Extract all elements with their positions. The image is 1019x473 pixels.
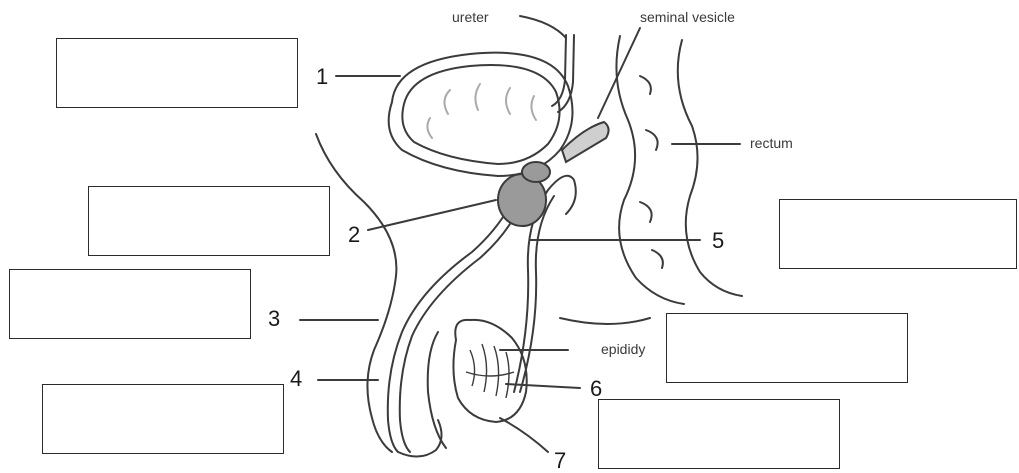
leader-ureter [520,16,566,38]
testis-lobule-1 [470,350,475,386]
label-rectum: rectum [750,136,793,150]
number-1: 1 [316,66,328,88]
label-ureter: ureter [452,10,489,24]
urethra-inner [400,186,528,452]
number-3: 3 [268,308,280,330]
number-5: 5 [712,230,724,252]
testis-lobule-3 [494,346,499,396]
bladder-fold-4 [531,96,536,120]
rectum-fold-3 [640,202,652,222]
bladder-fold-1 [444,90,450,114]
rectum-fold-2 [646,130,658,150]
bladder-fold-5 [427,118,432,138]
number-2: 2 [348,224,360,246]
bladder-fold-3 [506,88,510,114]
answer-box-5[interactable] [779,199,1017,269]
number-4: 4 [290,368,302,390]
rectum-fold-4 [652,250,663,268]
bladder-inner [402,65,559,164]
label-epididymis: epididy [601,342,645,356]
number-7: 7 [554,450,566,472]
rectum-right [678,40,742,296]
body-outline [316,134,396,452]
testis-lobule-4 [506,352,509,398]
answer-box-1[interactable] [56,38,298,108]
bladder-neck [522,162,550,182]
seminal-vesicle-gland [562,122,609,162]
testis-lobule-5 [466,372,514,376]
rectum-left [616,36,684,304]
scrotum-outline [428,332,446,448]
ureter-tube [552,35,566,106]
bladder-outer [389,53,573,176]
label-seminal-vesicle: seminal vesicle [640,10,735,24]
leader-6 [506,384,580,388]
urethra-outer [388,182,520,452]
answer-box-2[interactable] [88,186,330,256]
testis-lobule-2 [482,344,487,392]
answer-box-6[interactable] [666,313,908,383]
leader-7 [500,418,548,452]
answer-box-7[interactable] [598,399,840,469]
number-6: 6 [590,378,602,400]
answer-box-3[interactable] [9,269,251,339]
testis-sac [453,320,526,422]
bladder-fold-2 [475,84,480,110]
answer-box-4[interactable] [42,384,284,454]
leader-2 [368,200,496,230]
perineum-line [560,318,650,324]
rectum-fold-1 [640,76,651,94]
